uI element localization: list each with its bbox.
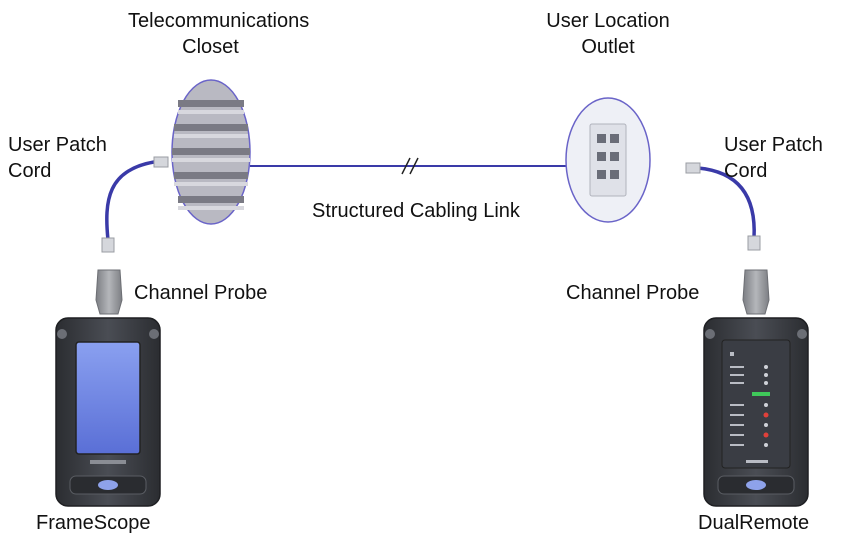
- left-channel-probe-label: Channel Probe: [134, 282, 268, 304]
- structured-cabling-link-label: Structured Cabling Link: [312, 200, 520, 222]
- framescope-device: [55, 317, 161, 507]
- outlet-label-line2: Outlet: [581, 36, 635, 58]
- structured-cabling-link: [250, 157, 566, 175]
- closet-label-line2: Closet: [182, 36, 239, 58]
- closet-label: Telecommunications Closet: [128, 8, 310, 60]
- right-patch-cord: [685, 162, 761, 251]
- user-location-outlet: [565, 97, 651, 223]
- right-patch-cord-label-line1: User Patch: [724, 134, 823, 156]
- left-patch-cord-label-line1: User Patch: [8, 134, 107, 156]
- dualremote-device: [703, 317, 809, 507]
- right-channel-probe: [742, 269, 770, 315]
- right-patch-cord-label: User Patch Cord: [724, 132, 823, 184]
- outlet-label-line1: User Location: [546, 10, 670, 32]
- dualremote-label: DualRemote: [698, 512, 810, 534]
- left-channel-probe: [95, 269, 123, 315]
- telecom-closet-panel: [171, 79, 251, 225]
- left-patch-cord: [101, 156, 169, 253]
- closet-label-line1: Telecommunications: [128, 10, 310, 32]
- right-channel-probe-label: Channel Probe: [566, 282, 700, 304]
- left-patch-cord-label-line2: Cord: [8, 160, 52, 182]
- outlet-label: User Location Outlet: [532, 8, 684, 60]
- right-patch-cord-label-line2: Cord: [724, 160, 768, 182]
- left-patch-cord-label: User Patch Cord: [8, 132, 107, 184]
- framescope-label: FrameScope: [36, 512, 151, 534]
